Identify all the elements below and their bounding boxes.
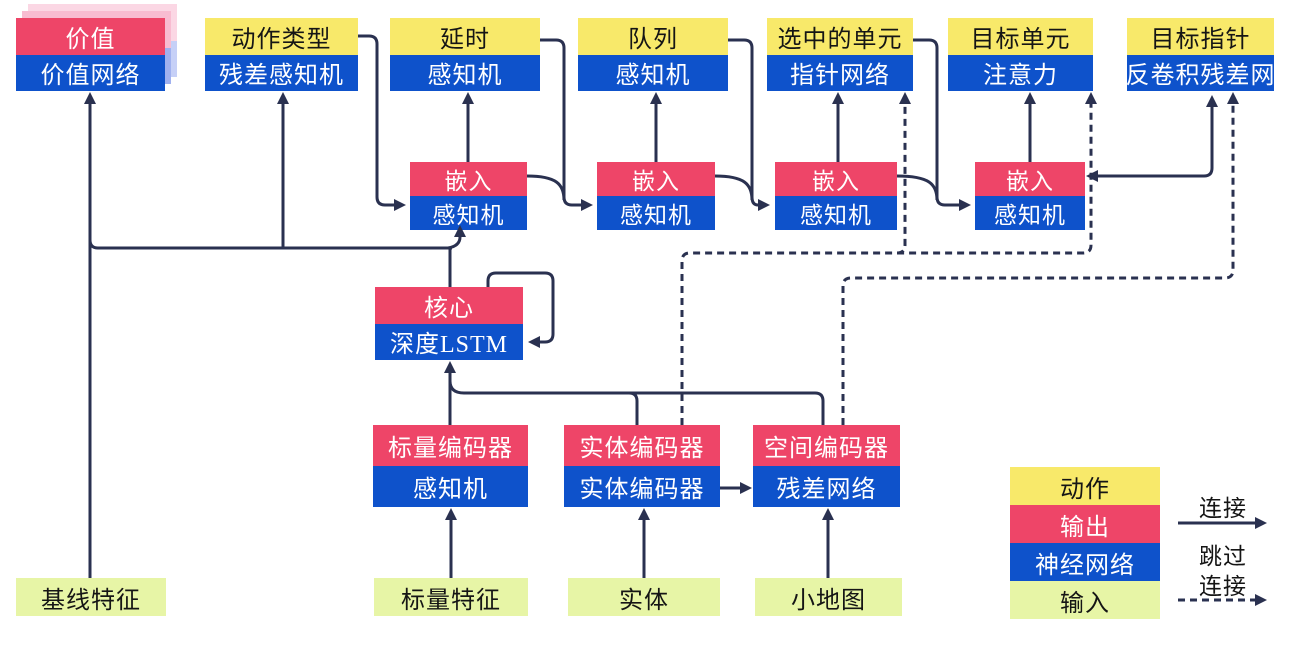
head-network-label: 指针网络	[767, 54, 913, 91]
wire-embedding1-to-embedding2	[526, 174, 566, 201]
node-head-target-unit: 目标单元 注意力	[948, 18, 1093, 91]
skip-entity-to-pointer-network	[896, 92, 911, 255]
encoder-output-label: 标量编码器	[373, 425, 528, 466]
head-network-label: 残差感知机	[205, 54, 358, 91]
core-output-label: 核心	[375, 287, 523, 324]
input-label: 实体	[568, 578, 720, 616]
head-network-label: 感知机	[578, 54, 728, 91]
legend-dashed-arrow-label-line2: 连接	[1199, 574, 1247, 599]
embedding-network-label: 感知机	[410, 196, 527, 230]
node-input-minimap: 小地图	[755, 578, 902, 616]
head-action-label: 队列	[578, 18, 728, 55]
head-action-label: 动作类型	[205, 18, 358, 55]
head-network-label: 注意力	[948, 54, 1093, 91]
legend-dashed-arrow-label-line1: 跳过	[1199, 544, 1247, 569]
legend-input-label: 输入	[1010, 581, 1160, 619]
head-action-label: 目标单元	[948, 18, 1093, 55]
wire-embedding2-to-embedding3	[714, 174, 754, 201]
head-action-label: 目标指针	[1127, 18, 1274, 55]
head-action-label: 选中的单元	[767, 18, 913, 55]
embedding-network-label: 感知机	[597, 196, 715, 230]
node-head-action-type: 动作类型 残差感知机	[205, 18, 358, 91]
encoder-network-label: 感知机	[373, 466, 528, 507]
node-embedding-4: 嵌入 感知机	[975, 162, 1085, 230]
node-embedding-2: 嵌入 感知机	[597, 162, 715, 230]
legend-network-label: 神经网络	[1010, 543, 1160, 581]
wire-embedding3-to-embedding4	[896, 174, 939, 201]
input-label: 小地图	[755, 578, 902, 616]
encoder-output-label: 实体编码器	[564, 425, 720, 466]
wire-action-type-to-embedding1	[358, 34, 406, 211]
node-core: 核心 深度LSTM	[375, 287, 523, 360]
wire-delay-to-embedding2	[540, 38, 593, 211]
legend-color-key: 动作 输出 神经网络 输入	[1010, 467, 1160, 619]
node-head-queue: 队列 感知机	[578, 18, 728, 91]
node-head-selected-units: 选中的单元 指针网络	[767, 18, 913, 91]
node-entity-encoder: 实体编码器 实体编码器	[564, 425, 720, 507]
encoder-output-label: 空间编码器	[753, 425, 900, 466]
embedding-output-label: 嵌入	[975, 162, 1085, 196]
head-network-label: 反卷积残差网	[1126, 54, 1275, 91]
head-action-label: 延时	[390, 18, 540, 55]
legend-action-label: 动作	[1010, 467, 1160, 505]
wire-core-output-trunk	[88, 239, 452, 250]
embedding-network-label: 感知机	[975, 196, 1085, 230]
embedding-output-label: 嵌入	[775, 162, 897, 196]
node-value-head: 价值 价值网络	[16, 18, 165, 91]
encoder-network-label: 实体编码器	[564, 466, 720, 507]
skip-connections	[680, 92, 1267, 606]
value-network-label: 价值网络	[16, 54, 165, 91]
value-output-label: 价值	[16, 18, 165, 55]
embedding-network-label: 感知机	[775, 196, 897, 230]
node-head-target-pointer: 目标指针 反卷积残差网	[1126, 18, 1275, 91]
node-embedding-1: 嵌入 感知机	[410, 162, 527, 230]
legend-solid-arrow-label: 连接	[1199, 496, 1247, 521]
wire-entity-encoder-branch	[628, 391, 639, 425]
wire-embedding4-to-deconv-resnet	[1086, 95, 1218, 182]
input-label: 基线特征	[16, 578, 166, 616]
node-spatial-encoder: 空间编码器 残差网络	[753, 425, 900, 507]
node-head-delay: 延时 感知机	[390, 18, 540, 91]
core-network-label: 深度LSTM	[375, 323, 523, 360]
node-scalar-encoder: 标量编码器 感知机	[373, 425, 528, 507]
wire-encoder-trunk	[448, 378, 825, 425]
skip-spatial-to-deconv-resnet	[841, 92, 1239, 425]
head-network-label: 感知机	[390, 54, 540, 91]
input-label: 标量特征	[374, 578, 528, 616]
legend-output-label: 输出	[1010, 505, 1160, 543]
node-input-entities: 实体	[568, 578, 720, 616]
embedding-output-label: 嵌入	[410, 162, 527, 196]
embedding-output-label: 嵌入	[597, 162, 715, 196]
node-embedding-3: 嵌入 感知机	[775, 162, 897, 230]
wire-queue-to-embedding3	[728, 38, 770, 211]
node-input-scalar-features: 标量特征	[374, 578, 528, 616]
encoder-network-label: 残差网络	[753, 466, 900, 507]
wire-trunk-to-embedding1	[447, 225, 466, 250]
node-input-baseline-features: 基线特征	[16, 578, 166, 616]
skip-entity-to-attention	[680, 92, 1097, 425]
